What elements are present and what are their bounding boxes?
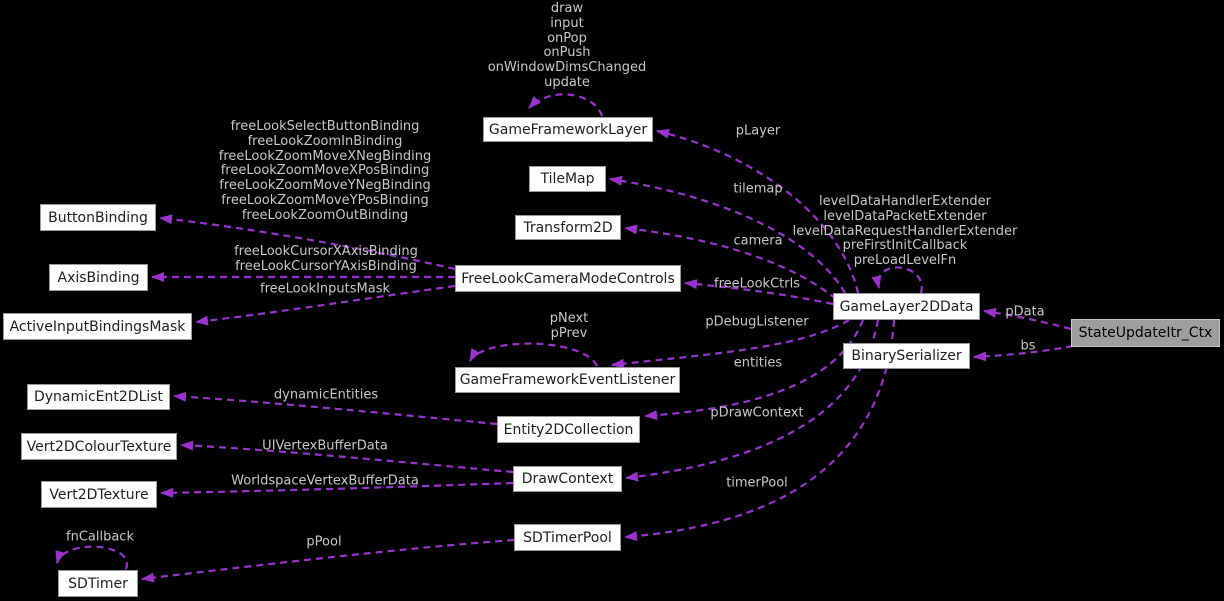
edge-label-entities: entities [733,355,783,371]
node-gameframeworklayer[interactable]: GameFrameworkLayer [483,117,653,142]
node-vert2dcolourtexture[interactable]: Vert2DColourTexture [21,433,177,460]
member-label: freeLookZoomMoveYPosBinding [221,192,429,208]
edge-pdebuglistener [611,319,850,369]
edge-label-freelookctrls: freeLookCtrls [714,276,800,292]
axisbinding-members: freeLookCursorXAxisBinding freeLookCurso… [234,244,418,275]
member-label: update [544,74,590,90]
edge-label-uivertexbufferdata: UIVertexBufferData [262,438,388,454]
edge-label-pdrawcontext: pDrawContext [710,405,804,421]
node-gameframeworkeventlistener[interactable]: GameFrameworkEventListener [455,367,680,393]
edge-label-player: pLayer [735,123,781,139]
edge-ppool [141,538,515,583]
member-label: freeLookCursorYAxisBinding [235,258,417,274]
member-label: onPop [547,30,587,46]
edge-label-fncallback: fnCallback [66,529,134,545]
node-vert2dtexture[interactable]: Vert2DTexture [41,481,157,508]
edge-label-tilemap: tilemap [733,181,783,197]
edge-tilemap [609,175,846,294]
node-axisbinding[interactable]: AxisBinding [49,264,148,291]
node-transform2d[interactable]: Transform2D [515,215,621,240]
eventlistener-self-members: pNext pPrev [549,311,589,342]
edge-freelookctrls [684,279,834,306]
member-label: freeLookCursorXAxisBinding [234,244,418,259]
gameframeworklayer-self-members: draw input onPop onPush onWindowDimsChan… [487,1,647,91]
member-label: levelDataPacketExtender [823,208,987,224]
node-sdtimerpool[interactable]: SDTimerPool [514,524,621,551]
edge-label-bs: bs [1020,338,1036,354]
member-label: draw [550,1,584,16]
edge-player [656,128,860,294]
node-freelookcameramodecontrols[interactable]: FreeLookCameraModeControls [455,265,681,292]
edge-self-eventlistener [469,342,598,367]
gamelayer2ddata-self-members: levelDataHandlerExtender levelDataPacket… [792,194,1018,269]
edge-self-sdtimer [55,545,128,570]
member-label: freeLookZoomInBinding [247,133,403,149]
edge-dynamicentities [173,391,498,426]
edge-label-worldspacevertexbufferdata: WorldspaceVertexBufferData [231,473,419,489]
edge-label-pdebuglistener: pDebugListener [705,314,809,330]
member-label: freeLookZoomMoveXNegBinding [218,148,432,164]
node-tilemap[interactable]: TileMap [529,166,606,192]
member-label: freeLookSelectButtonBinding [230,119,420,134]
member-label: onWindowDimsChanged [487,60,647,76]
node-gamelayer2ddata[interactable]: GameLayer2DData [833,293,980,320]
member-label: freeLookZoomMoveYNegBinding [219,178,431,194]
edge-bs [973,344,1074,362]
edge-label-camera: camera [733,233,783,249]
edge-self-gameframeworklayer [528,93,604,117]
member-label: freeLookZoomOutBinding [241,207,409,223]
node-binaryserializer[interactable]: BinarySerializer [843,343,970,369]
node-buttonbinding[interactable]: ButtonBinding [40,204,156,231]
node-stateupdateitr-ctx: StateUpdateItr_Ctx [1071,319,1220,347]
node-dynamicent2dlist[interactable]: DynamicEnt2DList [27,384,170,410]
node-sdtimer[interactable]: SDTimer [58,570,138,597]
edge-freelookinputsmask [195,284,456,326]
edge-label-pdata: pData [1005,304,1045,320]
edge-label-freelookinputsmask: freeLookInputsMask [260,281,390,297]
member-label: onPush [543,45,591,61]
member-label: input [550,15,584,31]
member-label: preFirstInitCallback [842,238,968,254]
edge-timerpool [624,319,896,542]
edge-label-ppool: pPool [306,534,342,550]
edge-camera [624,224,837,300]
member-label: pPrev [550,325,588,341]
edge-self-gamelayer2ddata [871,266,923,294]
node-entity2dcollection[interactable]: Entity2DCollection [497,416,640,443]
buttonbinding-members: freeLookSelectButtonBinding freeLookZoom… [218,119,432,224]
node-drawcontext[interactable]: DrawContext [513,466,622,492]
edge-label-timerpool: timerPool [726,475,788,491]
member-label: freeLookZoomMoveXPosBinding [220,163,430,179]
edge-uivertexbufferdata [180,440,514,474]
edge-label-dynamicentities: dynamicEntities [273,387,379,403]
edge-buttonbindings [159,214,456,271]
member-label: pNext [549,311,589,326]
member-label: levelDataRequestHandlerExtender [792,223,1018,239]
member-label: levelDataHandlerExtender [819,194,991,209]
node-activeinputbindingsmask[interactable]: ActiveInputBindingsMask [3,313,192,340]
member-label: preLoadLevelFn [853,253,957,269]
